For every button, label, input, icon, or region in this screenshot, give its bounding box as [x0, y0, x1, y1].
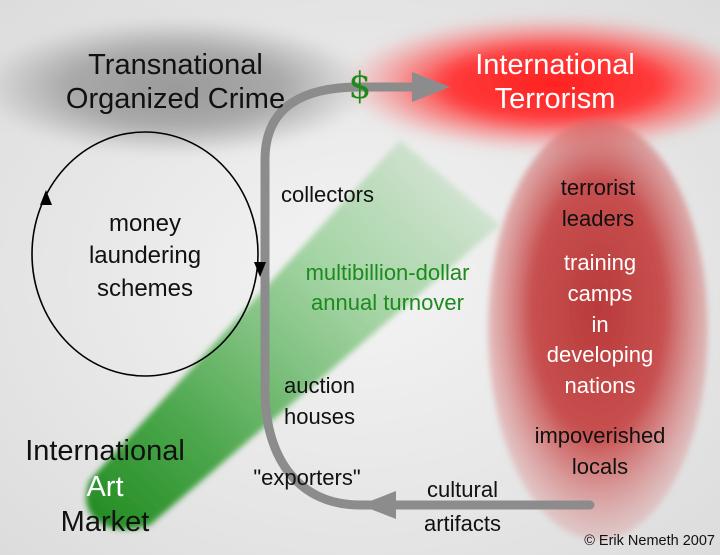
cultural-artifacts-label: cultural artifacts — [423, 477, 502, 537]
cycle-arrowhead-down — [254, 262, 266, 277]
money-flow-arrow — [260, 82, 595, 510]
organized-crime-label: Transnational Organized Crime — [65, 49, 286, 115]
money-flow-arrowhead — [412, 72, 450, 102]
money-laundering-label: money laundering schemes — [88, 210, 202, 302]
terrorism-hub-ellipse — [488, 120, 708, 540]
copyright-credit: © Erik Nemeth 2007 — [584, 533, 715, 549]
artifacts-flow-arrowhead — [360, 491, 396, 519]
turnover-label: multibillion-dollar annual turnover — [305, 260, 470, 316]
cycle-arrowhead-up — [40, 190, 52, 205]
terrorism-ellipse — [322, 16, 720, 152]
training-camps-label: training camps in developing nations — [546, 250, 654, 399]
exporters-label: "exporters" — [253, 465, 361, 490]
auction-houses-label: auction houses — [284, 373, 355, 429]
terrorism-label: International Terrorism — [475, 49, 635, 115]
money-laundering-cycle — [31, 131, 259, 377]
dollar-icon: $ — [348, 66, 372, 107]
collectors-label: collectors — [281, 182, 374, 207]
impoverished-locals-label: impoverished locals — [534, 423, 666, 479]
art-market-label: International Art Market — [25, 435, 185, 539]
art-market-cone — [86, 140, 500, 530]
terrorist-leaders-label: terrorist leaders — [560, 175, 636, 231]
